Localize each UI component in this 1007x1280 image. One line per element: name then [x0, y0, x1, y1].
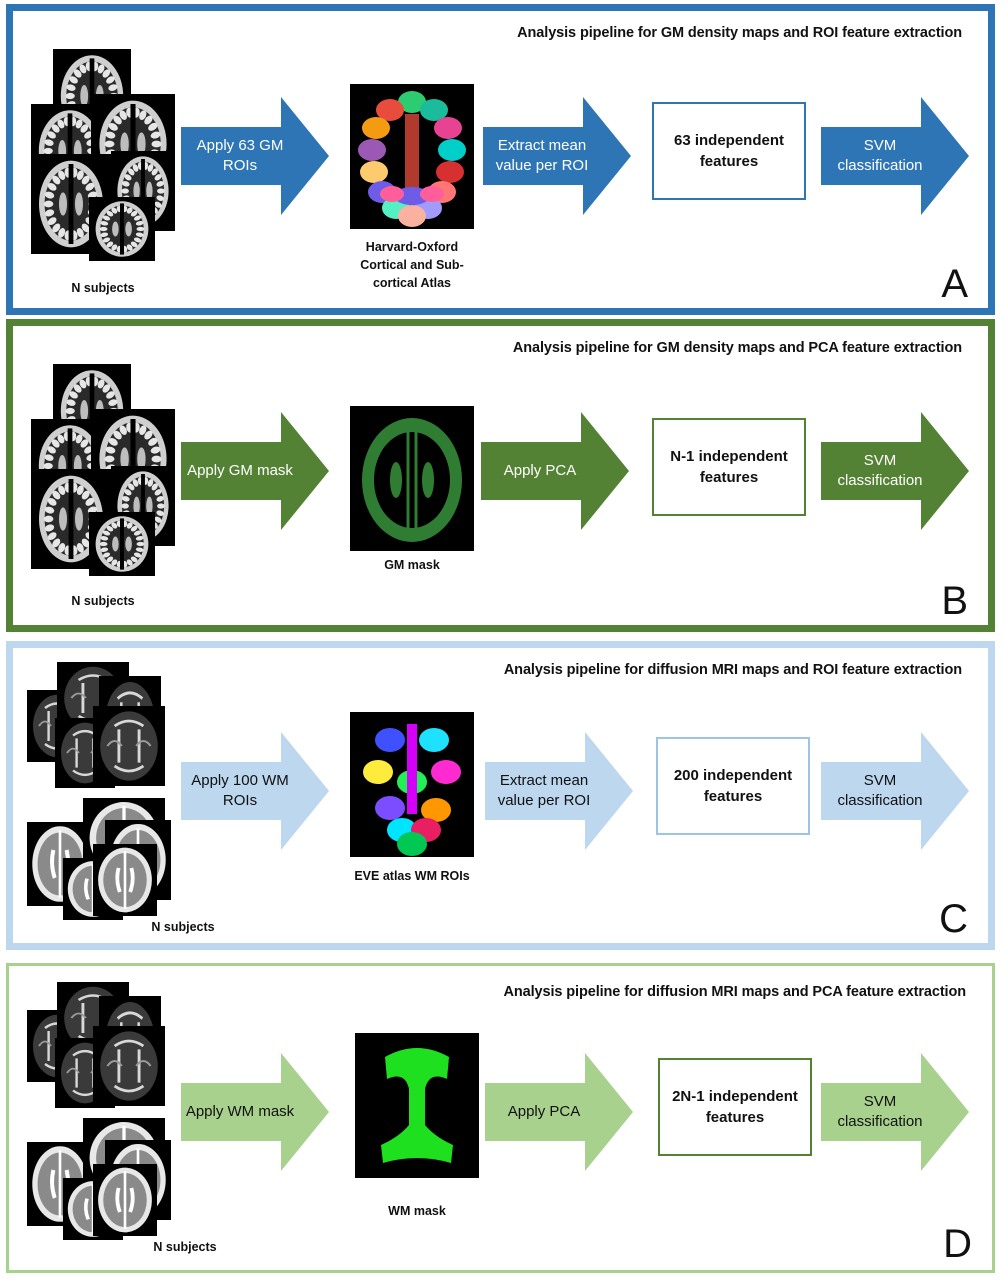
subjects-label: N subjects [71, 594, 135, 608]
step-arrow-2: Apply PCA [485, 1053, 633, 1171]
arrow-label: Apply WM mask [185, 1102, 295, 1120]
mask-image [350, 406, 474, 551]
step-arrow-1: Apply 63 GM ROIs [181, 97, 329, 215]
arrow-label: SVM classification [837, 771, 923, 809]
panel-c: Analysis pipeline for diffusion MRI maps… [6, 641, 995, 950]
panel-b: Analysis pipeline for GM density maps an… [6, 319, 995, 632]
feature-count-box: 63 independent features [652, 102, 806, 200]
subjects-label: N subjects [71, 281, 135, 295]
feature-count-box: N-1 independent features [652, 418, 806, 516]
panel-d: Analysis pipeline for diffusion MRI maps… [6, 963, 995, 1273]
step-arrow-1: Apply GM mask [181, 412, 329, 530]
arrow-label: Apply 100 WM ROIs [191, 771, 289, 809]
panel-a: Analysis pipeline for GM density maps an… [6, 4, 995, 315]
arrow-label: Apply 63 GM ROIs [196, 136, 284, 174]
atlas-caption: WM mask [388, 1204, 446, 1218]
step-arrow-2: Apply PCA [481, 412, 629, 530]
mask-image [355, 1033, 479, 1178]
gm-subject-stack [31, 364, 181, 580]
arrow-label: Extract mean value per ROI [497, 771, 591, 809]
fa-slice-image [93, 706, 165, 786]
panel-letter: A [941, 262, 968, 306]
feature-count-box: 2N-1 independent features [658, 1058, 812, 1156]
atlas-caption: EVE atlas WM ROIs [354, 869, 470, 883]
step-arrow-2: Extract mean value per ROI [483, 97, 631, 215]
step-arrow-3: SVM classification [821, 1053, 969, 1171]
md-slice-image [93, 1164, 157, 1236]
dwi-subject-stack [27, 982, 177, 1242]
step-arrow-3: SVM classification [821, 732, 969, 850]
step-arrow-3: SVM classification [821, 412, 969, 530]
arrow-label: SVM classification [837, 451, 923, 489]
arrow-label: Extract mean value per ROI [495, 136, 589, 174]
md-slice-image [93, 844, 157, 916]
fa-slice-image [93, 1026, 165, 1106]
panel-letter: D [943, 1222, 972, 1266]
atlas-caption: Harvard-Oxford Cortical and Sub-cortical… [360, 240, 464, 291]
step-arrow-2: Extract mean value per ROI [485, 732, 633, 850]
arrow-label: Apply GM mask [187, 461, 293, 479]
gm-subject-stack [31, 49, 181, 265]
arrow-label: SVM classification [837, 136, 923, 174]
panel-title: Analysis pipeline for GM density maps an… [512, 340, 962, 356]
panel-title: Analysis pipeline for diffusion MRI maps… [503, 984, 967, 1000]
dwi-subject-stack [27, 662, 177, 922]
subjects-label: N subjects [153, 1240, 217, 1254]
atlas-caption: GM mask [384, 558, 440, 572]
subjects-label: N subjects [151, 920, 215, 934]
arrow-label: Apply PCA [503, 461, 577, 479]
panel-letter: C [939, 897, 968, 941]
panel-letter: B [941, 579, 968, 623]
atlas-image [350, 712, 474, 857]
step-arrow-1: Apply WM mask [181, 1053, 329, 1171]
step-arrow-3: SVM classification [821, 97, 969, 215]
feature-count-box: 200 independent features [656, 737, 810, 835]
brain-slice-image [89, 197, 155, 261]
arrow-label: Apply PCA [507, 1102, 581, 1120]
arrow-label: SVM classification [837, 1092, 923, 1130]
atlas-image [350, 84, 474, 229]
step-arrow-1: Apply 100 WM ROIs [181, 732, 329, 850]
panel-title: Analysis pipeline for GM density maps an… [517, 25, 962, 41]
panel-title: Analysis pipeline for diffusion MRI maps… [503, 662, 962, 678]
brain-slice-image [89, 512, 155, 576]
